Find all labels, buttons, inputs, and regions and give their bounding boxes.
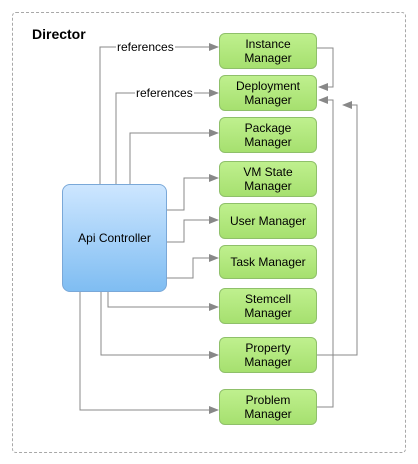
edge-problem-deployment xyxy=(317,96,334,408)
edge-api-package xyxy=(129,129,219,185)
diagram-title: Director xyxy=(32,26,86,42)
instance-manager-node[interactable]: Instance Manager xyxy=(219,33,317,69)
package-manager-node[interactable]: Package Manager xyxy=(219,117,317,153)
problem-manager-node[interactable]: Problem Manager xyxy=(219,389,317,425)
edge-label-references-instance: references xyxy=(116,40,175,54)
edge-api-stemcell xyxy=(107,292,219,311)
edge-api-deployment xyxy=(115,89,219,185)
edge-api-user xyxy=(167,216,219,243)
edge-property-deployment xyxy=(317,101,358,356)
edge-api-task xyxy=(167,254,219,279)
edge-api-instance xyxy=(99,43,219,185)
edge-api-problem xyxy=(79,292,219,414)
user-manager-node[interactable]: User Manager xyxy=(219,203,317,239)
stemcell-manager-node[interactable]: Stemcell Manager xyxy=(219,288,317,324)
director-frame xyxy=(12,12,406,453)
edge-instance-deployment xyxy=(317,47,334,91)
vm-state-manager-node[interactable]: VM State Manager xyxy=(219,161,317,197)
edge-api-property xyxy=(100,292,219,359)
edge-api-vmstate xyxy=(167,174,219,211)
deployment-manager-node[interactable]: Deployment Manager xyxy=(219,75,317,111)
edge-label-references-deployment: references xyxy=(135,86,194,100)
task-manager-node[interactable]: Task Manager xyxy=(219,245,317,279)
api-controller-node[interactable]: Api Controller xyxy=(62,184,167,292)
property-manager-node[interactable]: Property Manager xyxy=(219,337,317,373)
